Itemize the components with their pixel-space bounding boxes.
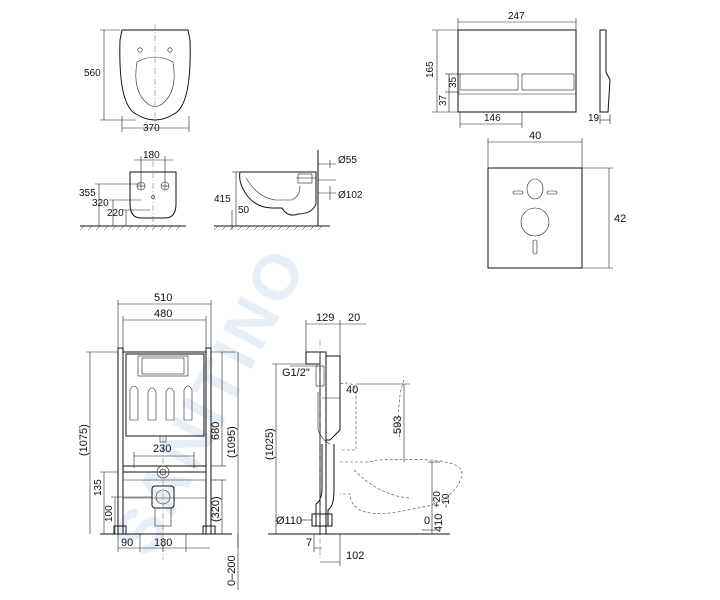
dim-side-1025: (1025) bbox=[264, 428, 276, 460]
dim-back-320: 320 bbox=[92, 198, 109, 209]
dim-side-129: 129 bbox=[316, 312, 334, 324]
dim-plate-depth: 19 bbox=[588, 113, 600, 124]
dim-frame-1095: (1095) bbox=[226, 426, 238, 458]
bowl-back-view: 180 355 320 220 bbox=[79, 150, 186, 231]
dim-plate-height: 165 bbox=[425, 61, 436, 78]
dim-side-593: 593 bbox=[392, 416, 404, 434]
dim-frame-90: 90 bbox=[121, 537, 133, 549]
dim-bowl-depth: 560 bbox=[84, 68, 101, 79]
frame-side-view: 129 20 G1/2" 40 (1025) 593 Ø110 7 102 41… bbox=[264, 312, 463, 566]
dim-side-410: 410 bbox=[433, 514, 445, 532]
dim-frame-680: 680 bbox=[210, 422, 222, 440]
dim-frame-480: 480 bbox=[154, 308, 172, 320]
dim-side-d102: Ø102 bbox=[338, 190, 363, 201]
dim-side-tol-minus: -10 bbox=[441, 493, 452, 508]
dim-mat-width: 40 bbox=[529, 130, 541, 142]
label-thread: G1/2" bbox=[282, 367, 310, 379]
dim-side-d55: Ø55 bbox=[338, 155, 357, 166]
dim-side-102: 102 bbox=[346, 550, 364, 562]
dim-button-width: 146 bbox=[484, 113, 501, 124]
dim-bowl-width: 370 bbox=[143, 123, 160, 134]
dim-frame-230: 230 bbox=[153, 443, 171, 455]
dim-plate-37: 37 bbox=[438, 94, 449, 106]
dim-back-220: 220 bbox=[107, 208, 124, 219]
dim-side-tol-plus: +20 bbox=[432, 491, 443, 508]
dim-frame-510: 510 bbox=[154, 292, 172, 304]
frame-front-view: 510 480 (1075) 680 (1095) 230 135 100 (3… bbox=[78, 292, 239, 590]
insulation-mat: 40 42 bbox=[487, 130, 626, 269]
dim-frame-320: (320) bbox=[210, 496, 222, 522]
dim-side-40: 40 bbox=[346, 384, 358, 396]
dim-mat-height: 42 bbox=[614, 213, 626, 225]
dim-frame-180: 180 bbox=[154, 537, 172, 549]
flush-plate-side: 19 bbox=[588, 29, 611, 124]
dim-bolt-spacing: 180 bbox=[143, 150, 160, 161]
label-floor-zero: 0 bbox=[424, 515, 430, 527]
bowl-side-view: 415 50 Ø55 Ø102 bbox=[213, 150, 363, 231]
dim-frame-adjust: 0–200 bbox=[226, 555, 238, 586]
dim-plate-width: 247 bbox=[508, 11, 525, 22]
dim-frame-1075: (1075) bbox=[78, 424, 90, 456]
bowl-top-view: 560 370 bbox=[84, 24, 191, 134]
dim-frame-135: 135 bbox=[93, 479, 104, 496]
dim-frame-100: 100 bbox=[104, 505, 115, 522]
dim-back-355: 355 bbox=[79, 188, 96, 199]
dim-side-50: 50 bbox=[238, 205, 250, 216]
dim-side-d110: Ø110 bbox=[276, 515, 302, 527]
dim-side-7: 7 bbox=[306, 537, 312, 549]
dim-side-20: 20 bbox=[348, 312, 360, 324]
flush-plate-front: 247 165 37 35 146 bbox=[425, 11, 577, 128]
dim-side-height: 415 bbox=[214, 194, 231, 205]
dim-plate-35: 35 bbox=[448, 76, 459, 88]
